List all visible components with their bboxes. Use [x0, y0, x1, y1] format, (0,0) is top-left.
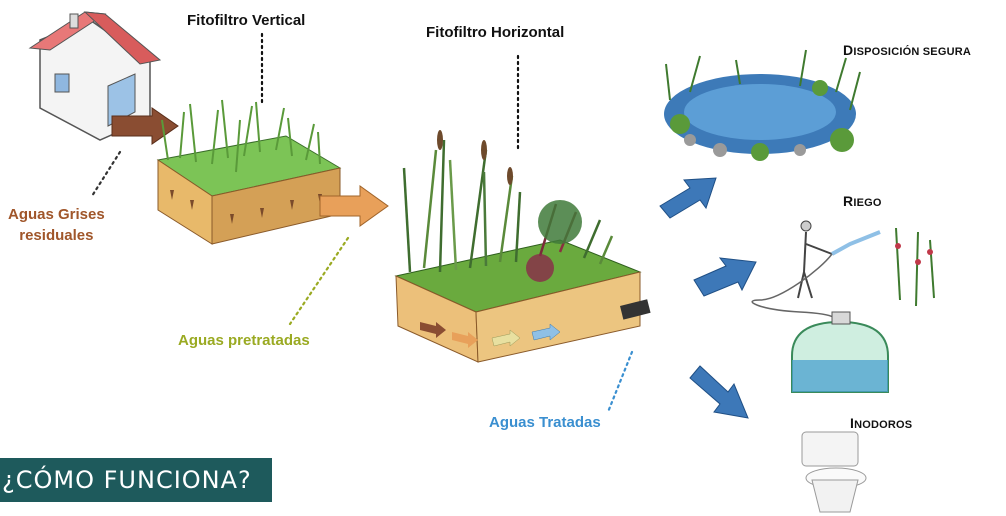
house-icon — [28, 11, 162, 141]
pretreated-water-label: Aguas pretratadas — [178, 332, 310, 349]
vertical-filter-label: Fitofiltro Vertical — [187, 12, 306, 29]
safe-disposal-label: DISPOSICIÓN SEGURA — [843, 42, 971, 58]
treated-water-label: Aguas Tratadas — [489, 414, 601, 431]
irrigation-initial: R — [843, 193, 854, 209]
treated-water-arrows — [659, 177, 757, 419]
toilet-illustration — [801, 431, 867, 513]
irrigation-illustration — [751, 220, 935, 327]
leader-lines — [90, 32, 634, 414]
grey-water-label-line1: Aguas Grises — [8, 206, 105, 223]
how-it-works-banner: ¿CÓMO FUNCIONA? — [0, 458, 272, 502]
grey-water-label-line2: residuales — [19, 227, 94, 244]
pond-illustration — [664, 49, 861, 161]
toilets-label: INODOROS — [850, 415, 912, 431]
safe-disposal-initial: D — [843, 42, 854, 58]
irrigation-rest: IEGO — [853, 197, 882, 209]
pretreated-water-arrow — [319, 185, 389, 227]
irrigation-label: RIEGO — [843, 193, 882, 209]
water-tank-illustration — [791, 311, 889, 393]
horizontal-filter-box — [394, 130, 651, 363]
toilets-initial: I — [850, 415, 855, 431]
toilets-rest: NODOROS — [854, 419, 913, 431]
safe-disposal-rest: ISPOSICIÓN SEGURA — [853, 46, 972, 58]
vertical-filter-box — [156, 99, 342, 245]
grey-water-label: Aguas Grises residuales — [8, 204, 105, 246]
horizontal-filter-label: Fitofiltro Horizontal — [426, 24, 565, 41]
